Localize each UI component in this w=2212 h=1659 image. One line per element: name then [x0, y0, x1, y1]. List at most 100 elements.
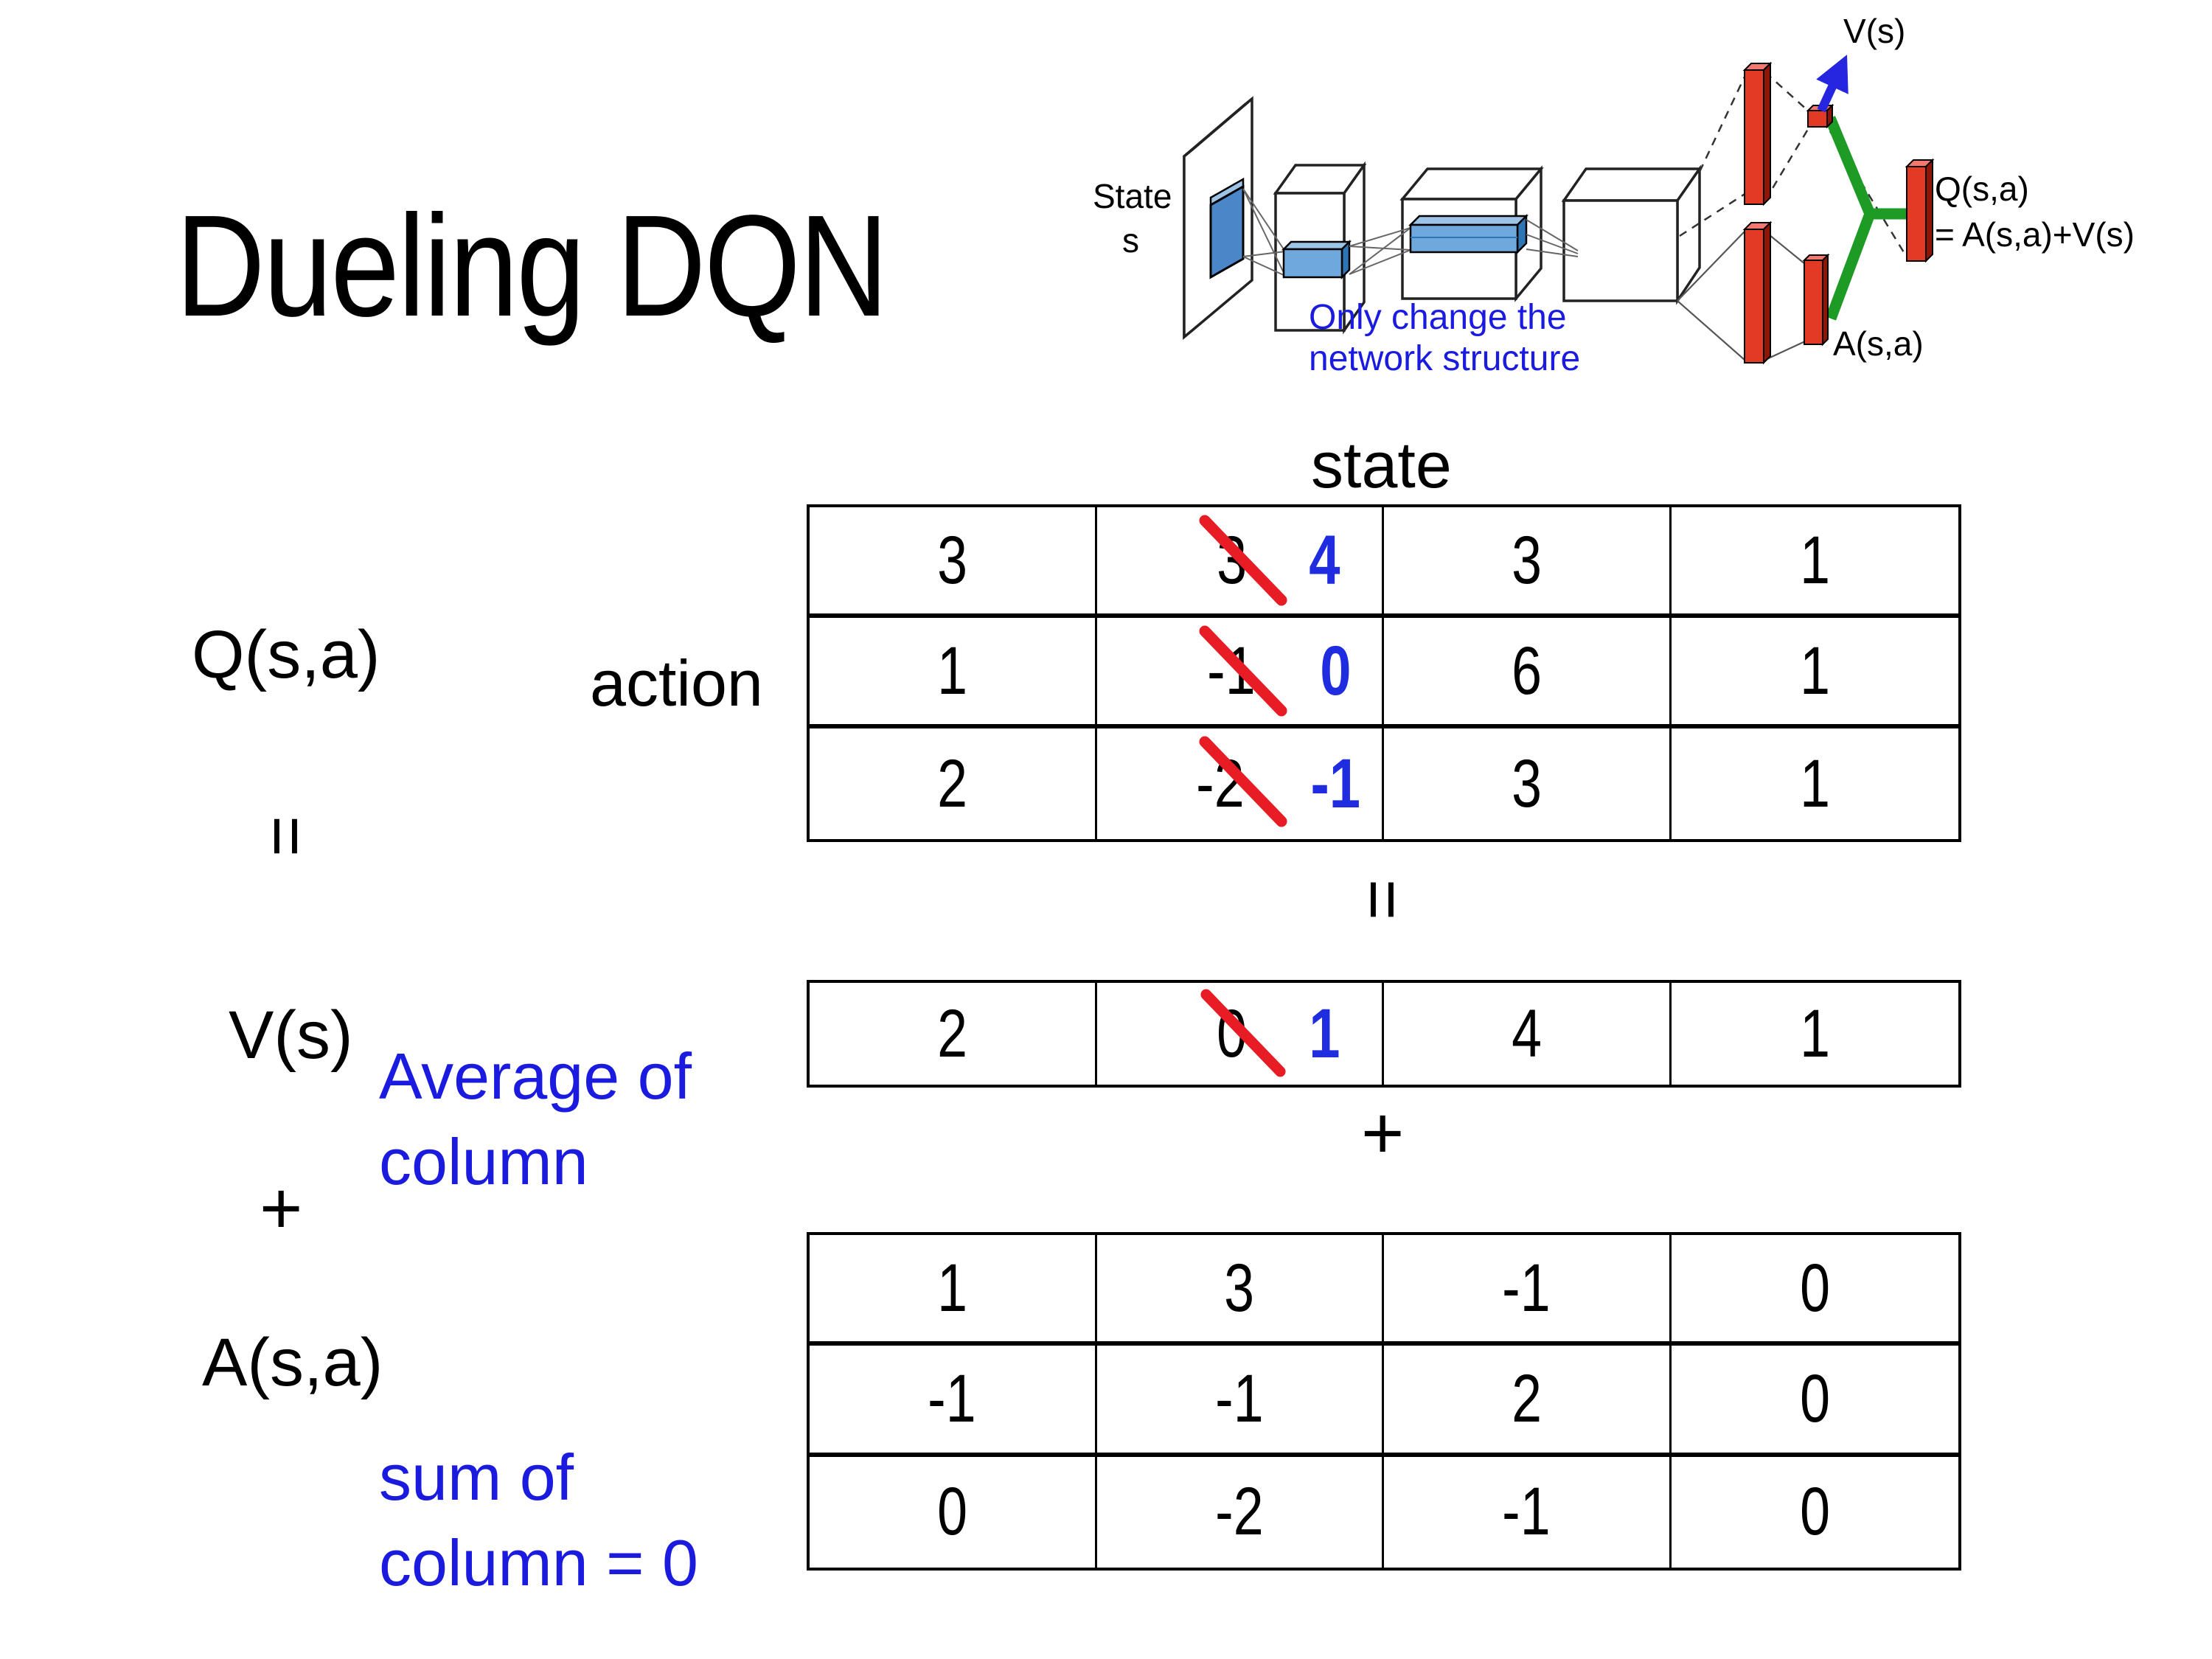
plus-left: +: [260, 1167, 303, 1250]
input-patch: [1209, 177, 1245, 279]
sum-note-line2: column = 0: [379, 1526, 698, 1600]
fc-bar-q-output: [1905, 158, 1935, 263]
a-equation-label: A(s,a): [202, 1325, 383, 1400]
conv-box-3: [1561, 164, 1703, 305]
q-cell: 1: [1671, 507, 1958, 618]
q-value: 2: [936, 745, 967, 821]
a-value: -1: [1502, 1250, 1551, 1326]
diagram-state-s-label: s: [1122, 221, 1139, 260]
q-cell: 1: [810, 618, 1097, 728]
q-value: 1: [1799, 633, 1830, 709]
a-cell: 0: [1671, 1235, 1958, 1346]
diagram-q-label-line1: Q(s,a): [1935, 170, 2029, 208]
connection-fan-3: [1526, 219, 1579, 257]
fc-bar-advantage-hidden: [1742, 220, 1773, 365]
dashed-connections: [1679, 72, 1910, 260]
q-value: 6: [1511, 633, 1542, 709]
a-cell: 0: [810, 1456, 1097, 1568]
diagram-note-line2: network structure: [1309, 339, 1580, 378]
combine-connector: [1825, 116, 1907, 321]
diagram-a-label: A(s,a): [1833, 324, 1924, 363]
diagram-q-label-line2: = A(s,a)+V(s): [1935, 215, 2135, 254]
a-value: 3: [1224, 1250, 1255, 1326]
a-cell: -1: [1384, 1235, 1672, 1346]
q-cell: 1: [1671, 618, 1958, 728]
feature-map-1: [1281, 239, 1352, 280]
diagram-state-label: State: [1093, 177, 1172, 215]
a-cell: 1: [810, 1235, 1097, 1346]
average-note-line2: column: [379, 1125, 588, 1199]
q-new-value: 0: [1320, 631, 1352, 710]
q-cell-corrected: -2 -1: [1097, 728, 1384, 839]
state-axis-label: state: [1311, 428, 1452, 501]
q-value: 3: [1511, 522, 1542, 598]
a-value: -1: [1502, 1474, 1551, 1550]
q-equation-label: Q(s,a): [192, 617, 380, 692]
q-value: 1: [1799, 745, 1830, 821]
v-equation-label: V(s): [229, 998, 353, 1073]
v-value: 1: [1799, 995, 1830, 1071]
a-value: 0: [1799, 1250, 1830, 1326]
a-cell: -1: [1096, 1346, 1384, 1457]
page-title: Dueling DQN: [175, 185, 888, 347]
solid-connections: [1677, 231, 1806, 361]
q-new-value: -1: [1310, 744, 1361, 823]
equals-left: =: [247, 815, 326, 858]
q-cell-corrected: -1 0: [1096, 618, 1384, 728]
q-cell: 3: [1384, 728, 1672, 839]
equals-mid: =: [1343, 878, 1422, 921]
a-cell: 0: [1671, 1346, 1958, 1457]
value-arrow-icon: [1816, 55, 1848, 113]
v-new-value: 1: [1309, 994, 1340, 1073]
a-table: 1 3 -1 0 -1 -1 2 0 0 -2 -1 0: [807, 1232, 1961, 1571]
sum-note: sum of column = 0: [379, 1435, 698, 1606]
q-value: 3: [1511, 745, 1542, 821]
sum-note-line1: sum of: [379, 1441, 574, 1514]
q-cell: 3: [1384, 507, 1672, 618]
v-cell: 4: [1384, 983, 1672, 1085]
v-cell: 2: [810, 983, 1097, 1085]
q-value: 1: [936, 633, 967, 709]
a-cell: 3: [1096, 1235, 1384, 1346]
q-cell: 6: [1384, 618, 1672, 728]
a-value: -2: [1215, 1474, 1264, 1550]
a-value: -1: [928, 1360, 976, 1436]
a-value: 0: [1799, 1360, 1830, 1436]
a-cell: -1: [810, 1346, 1097, 1457]
average-note: Average of column: [379, 1034, 692, 1205]
connection-fan-2: [1349, 227, 1411, 275]
q-old-value: -2: [1195, 745, 1245, 821]
feature-map-2: [1408, 213, 1529, 255]
diagram-note-line1: Only change the: [1309, 298, 1567, 337]
a-cell: 0: [1672, 1457, 1959, 1568]
q-old-value: -1: [1207, 633, 1256, 709]
action-axis-label: action: [590, 647, 763, 720]
v-cell: 1: [1672, 983, 1959, 1085]
a-value: 0: [936, 1474, 967, 1550]
a-cell: 2: [1384, 1346, 1672, 1457]
a-cell: -1: [1384, 1456, 1672, 1568]
fc-bar-value-hidden: [1742, 61, 1773, 206]
fc-bar-advantage: [1802, 253, 1830, 347]
a-value: 2: [1511, 1360, 1542, 1436]
a-cell: -2: [1097, 1456, 1384, 1568]
q-cell: 3: [810, 507, 1097, 618]
average-note-line1: Average of: [379, 1040, 692, 1113]
a-value: 0: [1799, 1474, 1830, 1550]
v-value: 2: [936, 995, 967, 1071]
v-old-value: 0: [1216, 995, 1247, 1071]
q-old-value: 3: [1216, 522, 1247, 598]
q-value: 1: [1799, 522, 1830, 598]
a-value: -1: [1215, 1360, 1264, 1436]
plus-mid: +: [1361, 1092, 1405, 1175]
network-diagram: V(s) State s Q(s,a) = A(s,a)+V(s) A(s,a)…: [1093, 12, 2135, 378]
a-value: 1: [936, 1250, 967, 1326]
connection-fan-1: [1242, 188, 1286, 276]
q-cell: 2: [810, 728, 1097, 839]
diagram-v-label: V(s): [1843, 12, 1905, 50]
